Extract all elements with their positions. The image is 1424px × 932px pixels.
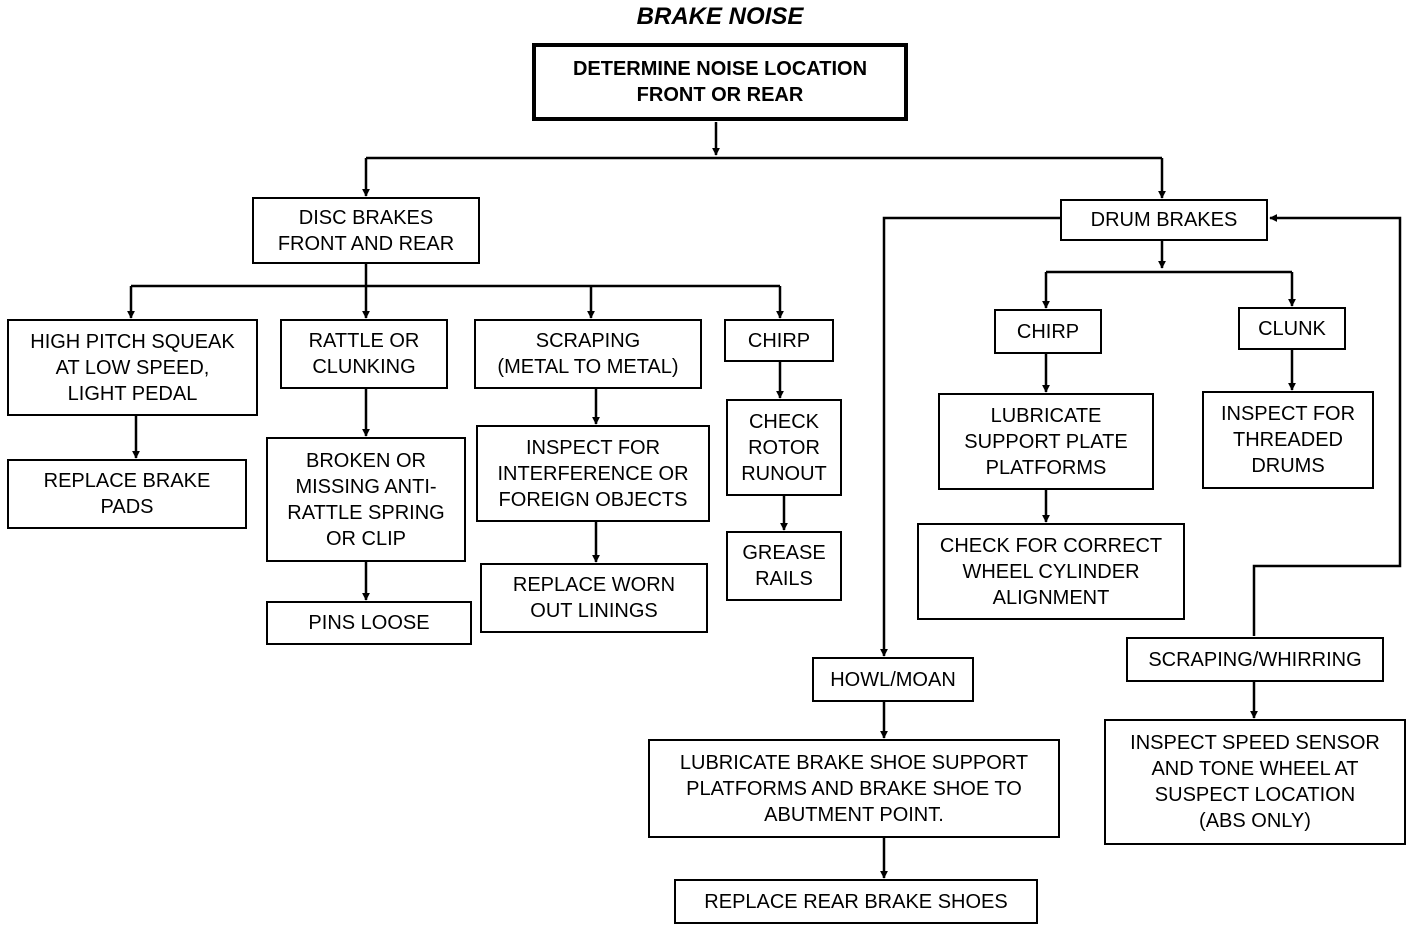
node-inspect-speed-sensor: INSPECT SPEED SENSOR AND TONE WHEEL AT S… [1104,719,1406,845]
node-rattle-clunking: RATTLE OR CLUNKING [280,319,448,389]
node-clunk: CLUNK [1238,307,1346,350]
node-determine-location: DETERMINE NOISE LOCATION FRONT OR REAR [532,43,908,121]
node-check-rotor-runout: CHECK ROTOR RUNOUT [726,399,842,496]
node-replace-linings: REPLACE WORN OUT LININGS [480,563,708,633]
diagram-title: BRAKE NOISE [636,3,804,30]
node-scraping-whirring: SCRAPING/WHIRRING [1126,637,1384,682]
node-replace-brake-pads: REPLACE BRAKE PADS [7,459,247,529]
node-chirp-disc: CHIRP [724,319,834,362]
node-howl-moan: HOWL/MOAN [812,657,974,702]
node-check-wheel-cylinder: CHECK FOR CORRECT WHEEL CYLINDER ALIGNME… [917,523,1185,620]
node-pins-loose: PINS LOOSE [266,601,472,645]
node-chirp-drum: CHIRP [994,309,1102,354]
node-drum-brakes: DRUM BRAKES [1060,199,1268,241]
node-inspect-threaded-drums: INSPECT FOR THREADED DRUMS [1202,391,1374,489]
node-lubricate-brake-shoe: LUBRICATE BRAKE SHOE SUPPORT PLATFORMS A… [648,739,1060,838]
node-disc-brakes: DISC BRAKES FRONT AND REAR [252,197,480,264]
node-grease-rails: GREASE RAILS [726,531,842,601]
node-high-pitch-squeak: HIGH PITCH SQUEAK AT LOW SPEED, LIGHT PE… [7,319,258,416]
node-replace-rear-shoes: REPLACE REAR BRAKE SHOES [674,879,1038,924]
node-scraping-metal: SCRAPING (METAL TO METAL) [474,319,702,389]
node-inspect-interference: INSPECT FOR INTERFERENCE OR FOREIGN OBJE… [476,425,710,522]
node-broken-spring: BROKEN OR MISSING ANTI- RATTLE SPRING OR… [266,437,466,562]
node-lubricate-support-plate: LUBRICATE SUPPORT PLATE PLATFORMS [938,393,1154,490]
